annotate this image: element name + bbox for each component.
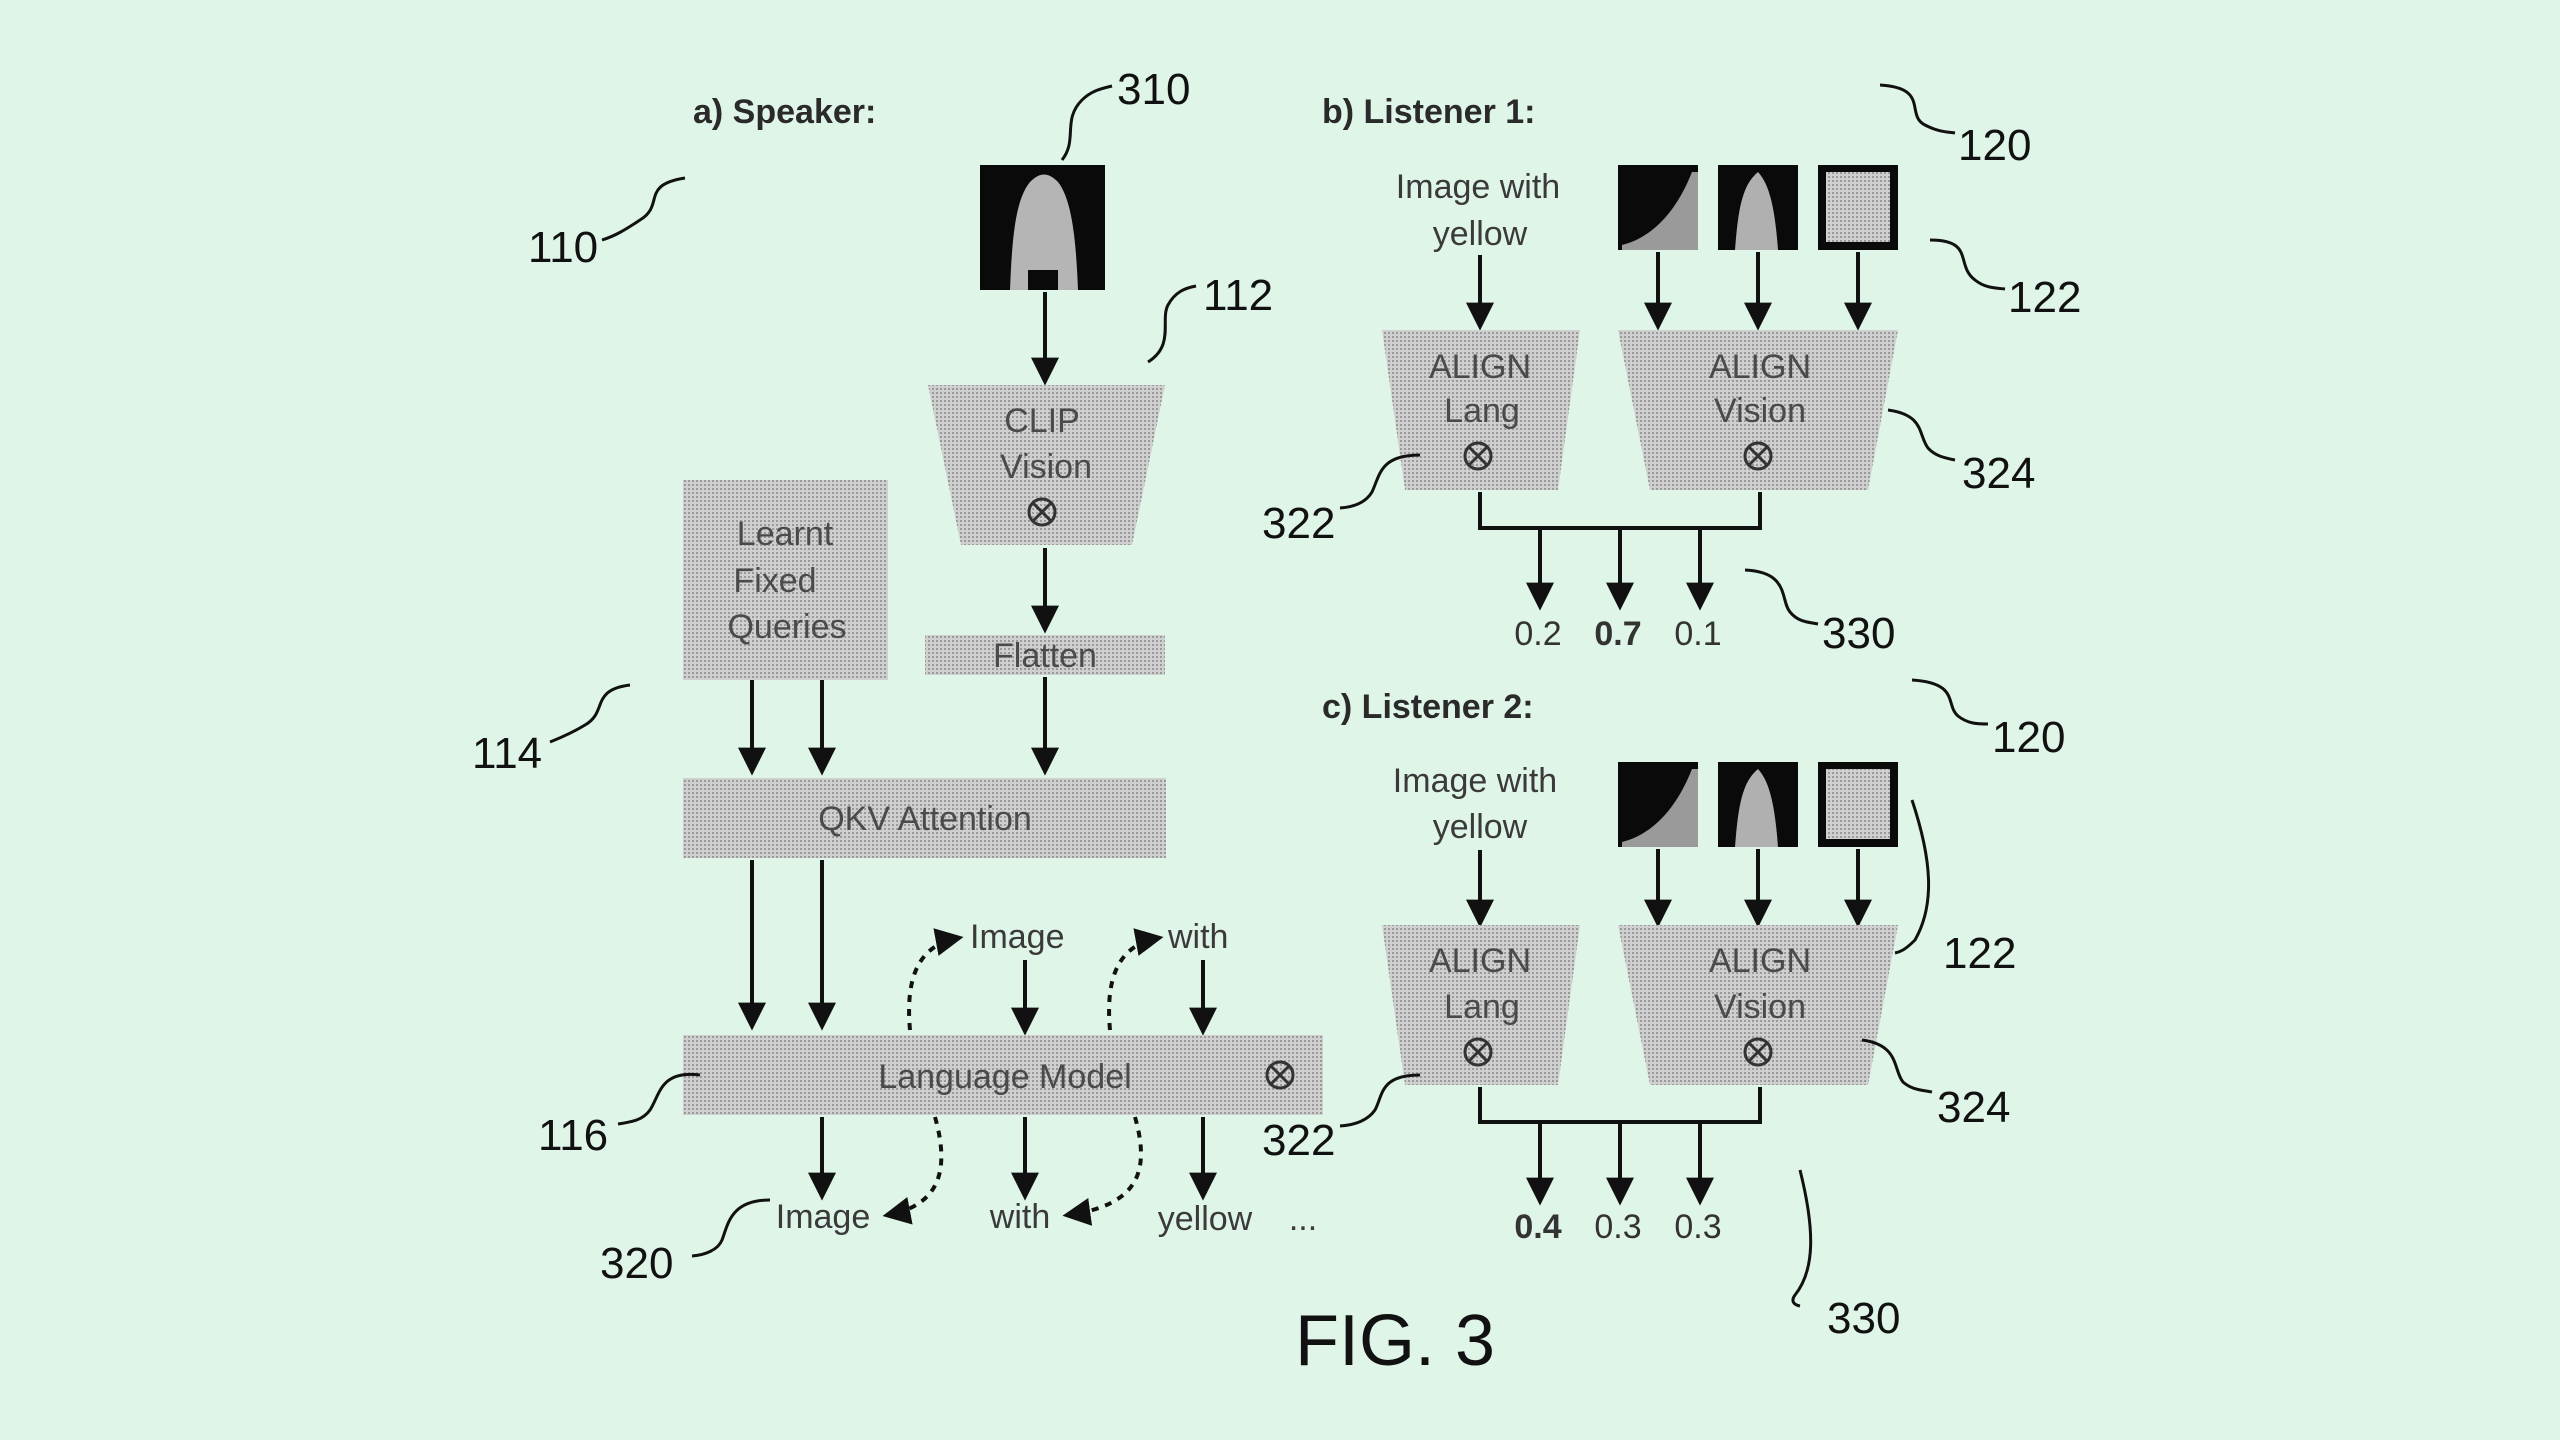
listener1-candidate-images [1618,165,1898,250]
input-token-with: with [1167,918,1228,956]
speaker-input-image [980,165,1105,290]
ref-330-a: 330 [1822,609,1895,658]
figure-caption: FIG. 3 [1295,1301,1495,1381]
ref-324-b: 324 [1937,1083,2010,1132]
input-token-image: Image [970,918,1065,956]
clip-vision-encoder: CLIP Vision [928,385,1165,545]
listener1-prob-0: 0.2 [1514,615,1561,653]
listener1-align-vision: ALIGN Vision [1618,330,1898,490]
listener2-text-line2: yellow [1433,808,1528,846]
ref-112: 112 [1203,271,1273,320]
listener1-align-lang: ALIGN Lang [1382,330,1580,490]
listener1-vision-line2: Vision [1714,392,1806,430]
ref-114: 114 [472,729,542,778]
ref-122-b: 122 [1943,929,2016,978]
learnt-queries-block: Learnt Fixed Queries [683,480,888,680]
clip-label-line1: CLIP [1004,402,1080,440]
ref-320: 320 [600,1239,673,1288]
dashed-output-1 [882,1116,944,1225]
listener2-prob-0: 0.4 [1514,1208,1561,1246]
ref-322-b: 322 [1262,1116,1335,1165]
ref-310: 310 [1117,65,1190,114]
ref-324-a: 324 [1962,449,2035,498]
output-token-ellipsis: ... [1289,1200,1317,1238]
listener2-vision-line1: ALIGN [1709,942,1811,980]
listener1-prob-2: 0.1 [1674,615,1721,653]
ref-leader-114 [549,683,631,744]
ref-leader-122-a [1929,238,2006,291]
listener2-vision-line2: Vision [1714,988,1806,1026]
ref-leader-322-b [1339,1073,1421,1128]
ref-leader-116 [617,1072,701,1126]
ref-330-b: 330 [1827,1294,1900,1343]
ref-leader-112 [1147,284,1197,364]
listener2-align-lang: ALIGN Lang [1382,925,1580,1085]
listener2-text-line1: Image with [1393,762,1557,800]
ref-leader-120-a [1879,83,1956,135]
ref-leader-310 [1060,84,1113,161]
listener1-lang-line1: ALIGN [1429,348,1531,386]
output-token-with: with [989,1198,1050,1236]
queries-line2: Fixed [733,562,816,600]
ref-leader-330-a [1744,568,1819,626]
listener2-panel: c) Listener 2: 120 Image with yellow 122… [1262,678,2065,1343]
speaker-panel: a) Speaker: 110 310 CLIP Vision 112 Flat… [472,65,1323,1288]
dashed-output-2 [1062,1116,1143,1226]
listener1-vision-line1: ALIGN [1709,348,1811,386]
ref-leader-120-b [1911,678,1989,726]
listener2-candidate-images [1618,762,1898,847]
dashed-feedback-1 [907,928,964,1031]
ref-leader-110 [601,176,686,242]
listener2-title: c) Listener 2: [1322,688,1534,726]
listener2-lang-line1: ALIGN [1429,942,1531,980]
ref-120-b: 120 [1992,713,2065,762]
ref-leader-322-a [1339,453,1421,510]
listener1-prob-1: 0.7 [1594,615,1641,653]
listener1-lang-line2: Lang [1444,392,1520,430]
listener2-align-vision: ALIGN Vision [1618,925,1898,1085]
language-model-block: Language Model [683,1035,1323,1115]
listener1-panel: b) Listener 1: 120 Image with yellow 122… [1262,83,2081,658]
listener1-text-line2: yellow [1433,215,1528,253]
listener1-text-line1: Image with [1396,168,1560,206]
speaker-title: a) Speaker: [693,93,876,131]
language-model-label: Language Model [878,1058,1131,1096]
flatten-label: Flatten [993,637,1097,675]
listener2-prob-2: 0.3 [1674,1208,1721,1246]
dashed-feedback-2 [1107,928,1164,1031]
qkv-label: QKV Attention [818,800,1032,838]
clip-label-line2: Vision [1000,448,1092,486]
ref-leader-324-a [1887,408,1956,462]
ref-116: 116 [538,1111,608,1160]
ref-122-a: 122 [2008,273,2081,322]
listener2-lang-line2: Lang [1444,988,1520,1026]
ref-leader-330-b [1791,1169,1813,1308]
ref-110: 110 [528,223,598,272]
qkv-attention-block: QKV Attention [683,778,1166,858]
queries-line3: Queries [727,608,846,646]
output-token-yellow: yellow [1158,1200,1253,1238]
listener1-title: b) Listener 1: [1322,93,1535,131]
queries-line1: Learnt [737,515,834,553]
ref-leader-320 [691,1198,771,1258]
flatten-block: Flatten [925,635,1165,675]
ref-leader-122-b [1894,799,1931,955]
listener2-prob-1: 0.3 [1594,1208,1641,1246]
ref-leader-324-b [1861,1038,1933,1094]
output-token-image: Image [776,1198,871,1236]
ref-120-a: 120 [1958,121,2031,170]
ref-322-a: 322 [1262,499,1335,548]
